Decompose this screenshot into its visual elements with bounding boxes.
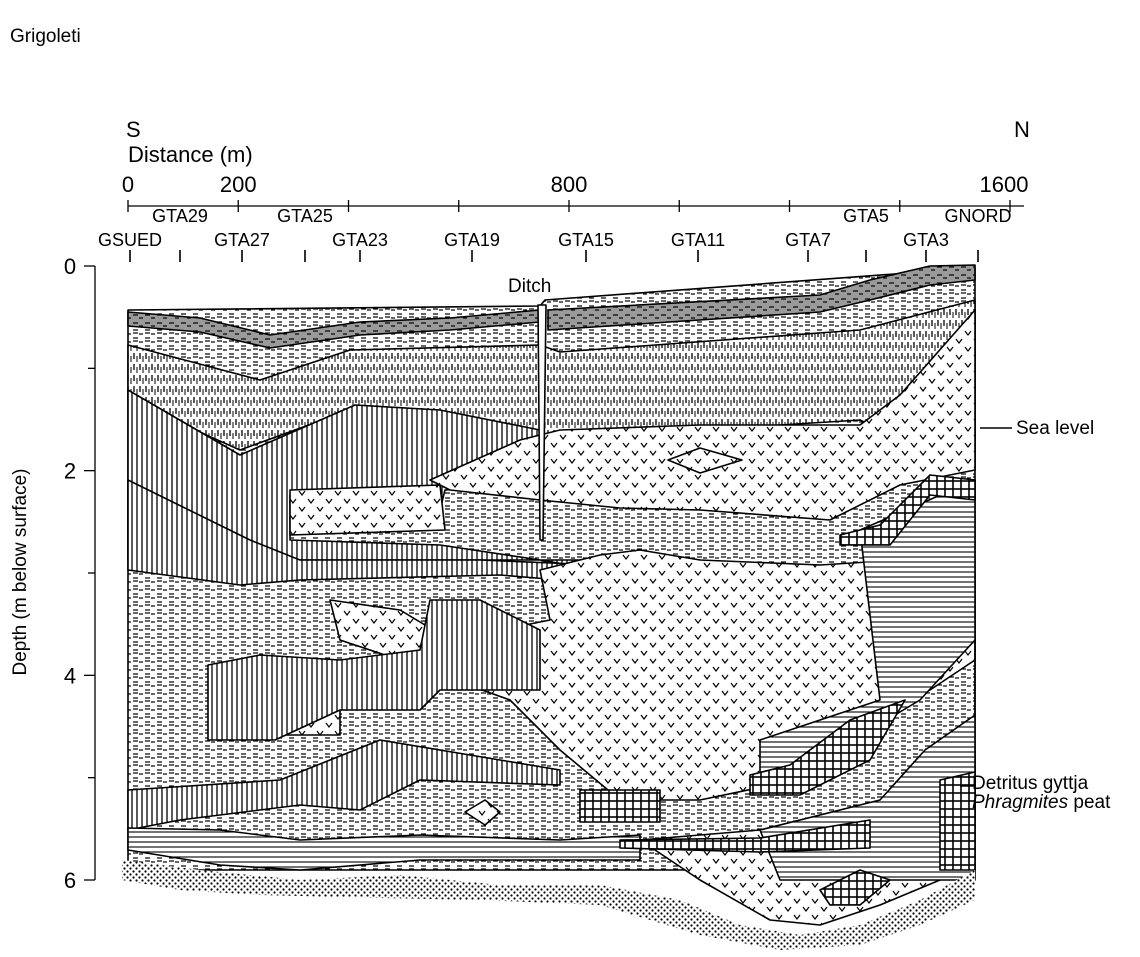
- phragmites-italic: Phragmites: [972, 792, 1069, 813]
- core-label-gta11: GTA11: [671, 230, 725, 250]
- core-label-gta7: GTA7: [785, 230, 831, 250]
- depth-tick-label: 0: [64, 254, 76, 279]
- unit-v-pattern-main: [429, 309, 976, 521]
- unit-grid-2: [749, 699, 906, 796]
- distance-tick-label: 0: [122, 172, 134, 197]
- stratigraphic-section: [122, 264, 976, 950]
- depth-tick-label: 6: [64, 868, 76, 893]
- core-label-gta29: GTA29: [152, 206, 208, 226]
- north-label: N: [1014, 117, 1030, 142]
- distance-tick-label: 200: [220, 172, 257, 197]
- depth-tick-label: 2: [64, 459, 76, 484]
- sea-level-label: Sea level: [1016, 418, 1094, 439]
- depth-axis-label: Depth (m below surface): [10, 469, 31, 676]
- south-label: S: [126, 117, 141, 142]
- unit-peat-deep: [127, 739, 561, 831]
- detritus-label: Detritus gyttja: [972, 773, 1089, 794]
- ditch-cut: [537, 304, 547, 541]
- unit-v-lens-1: [289, 484, 446, 536]
- phragmites-label: Phragmites peat: [972, 792, 1111, 813]
- ditch-label: Ditch: [508, 276, 551, 297]
- distance-tick-label: 1600: [980, 172, 1029, 197]
- unit-v-lens-4: [464, 799, 501, 826]
- distance-axis: 0 200 800 1600: [122, 172, 1029, 212]
- unit-grid-6: [819, 869, 891, 906]
- core-label-gsued: GSUED: [98, 230, 162, 250]
- core-label-gta19: GTA19: [444, 230, 500, 250]
- unit-basal-sand: [122, 860, 975, 950]
- unit-grid-3: [579, 789, 661, 823]
- distance-tick-label: 800: [551, 172, 588, 197]
- core-label-gta27: GTA27: [214, 230, 270, 250]
- distance-axis-label: Distance (m): [128, 142, 253, 167]
- core-label-gta3: GTA3: [903, 230, 949, 250]
- phragmites-rest: peat: [1068, 792, 1111, 813]
- depth-tick-label: 4: [64, 663, 76, 688]
- unit-topsoil-north: [547, 264, 976, 331]
- core-label-gta15: GTA15: [558, 230, 614, 250]
- unit-grid-4: [619, 819, 871, 853]
- unit-horizontal-lines-south: [127, 827, 641, 871]
- depth-axis: 0 2 4 6 Depth (m below surface): [10, 254, 96, 893]
- figure-title: Grigoleti: [10, 26, 81, 47]
- core-label-gta5: GTA5: [843, 206, 889, 226]
- unit-peat-middle: [207, 599, 541, 741]
- core-label-gta25: GTA25: [277, 206, 333, 226]
- unit-v-lens-3: [667, 447, 743, 474]
- core-label-gnord: GNORD: [945, 206, 1012, 226]
- core-label-gta23: GTA23: [332, 230, 388, 250]
- unit-grid-1: [839, 474, 976, 546]
